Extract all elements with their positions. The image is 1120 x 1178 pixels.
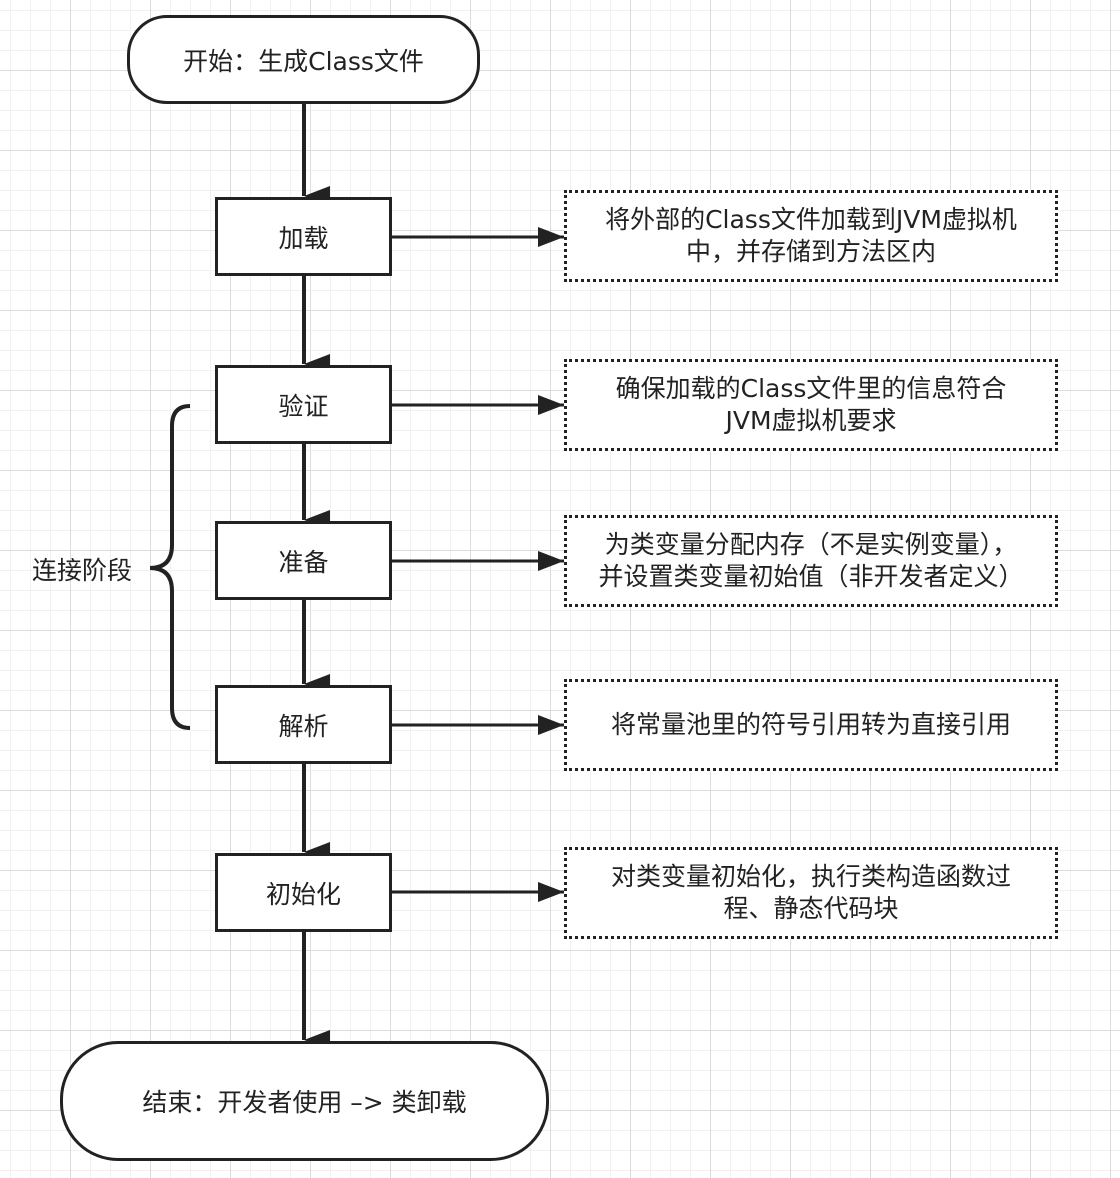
step-resolve-label: 解析 bbox=[278, 711, 329, 741]
note-resolve-line-1: 将常量池里的符号引用转为直接引用 bbox=[610, 710, 1011, 739]
linking-phase-brace bbox=[149, 404, 191, 730]
note-load-line-2: 中，并存储到方法区内 bbox=[685, 237, 936, 266]
step-init: 初始化 bbox=[215, 853, 392, 932]
step-verify: 验证 bbox=[215, 365, 392, 444]
step-init-label: 初始化 bbox=[265, 879, 341, 909]
note-load: 将外部的Class文件加载到JVM虚拟机 中，并存储到方法区内 bbox=[564, 190, 1058, 282]
end-node: 结束：开发者使用 –> 类卸载 bbox=[60, 1041, 549, 1161]
start-node: 开始：生成Class文件 bbox=[127, 15, 480, 104]
note-prepare-line-2: 并设置类变量初始值（非开发者定义） bbox=[598, 562, 1024, 591]
step-verify-label: 验证 bbox=[278, 391, 329, 421]
note-resolve: 将常量池里的符号引用转为直接引用 bbox=[564, 679, 1058, 771]
note-prepare-line-1: 为类变量分配内存（不是实例变量）， bbox=[604, 530, 1018, 559]
step-prepare: 准备 bbox=[215, 521, 392, 600]
step-load: 加载 bbox=[215, 197, 392, 276]
step-load-label: 加载 bbox=[278, 223, 329, 253]
note-verify: 确保加载的Class文件里的信息符合 JVM虚拟机要求 bbox=[564, 359, 1058, 451]
note-verify-line-2: JVM虚拟机要求 bbox=[725, 406, 897, 435]
step-resolve: 解析 bbox=[215, 685, 392, 764]
note-init-line-2: 程、静态代码块 bbox=[723, 894, 899, 923]
linking-phase-label: 连接阶段 bbox=[32, 556, 133, 585]
note-load-line-1: 将外部的Class文件加载到JVM虚拟机 bbox=[605, 205, 1017, 234]
step-prepare-label: 准备 bbox=[278, 547, 329, 577]
note-init-line-1: 对类变量初始化，执行类构造函数过 bbox=[610, 862, 1011, 891]
note-init: 对类变量初始化，执行类构造函数过 程、静态代码块 bbox=[564, 847, 1058, 939]
start-label: 开始：生成Class文件 bbox=[183, 46, 424, 76]
end-label: 结束：开发者使用 –> 类卸载 bbox=[142, 1088, 467, 1117]
note-prepare: 为类变量分配内存（不是实例变量）， 并设置类变量初始值（非开发者定义） bbox=[564, 515, 1058, 607]
note-verify-line-1: 确保加载的Class文件里的信息符合 bbox=[615, 374, 1007, 403]
